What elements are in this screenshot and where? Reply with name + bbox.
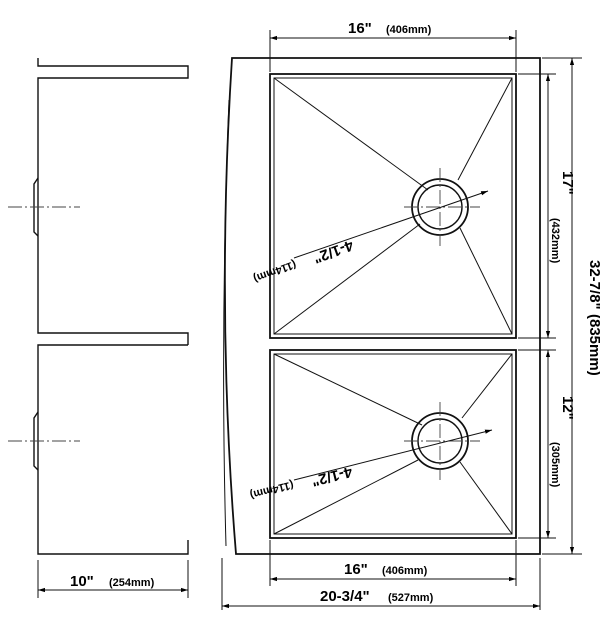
drain-lower-dimension-line: [293, 429, 493, 481]
drain-upper-imperial: 4-1/2": [311, 236, 356, 266]
overall-length-imperial: 32-7/8": [586, 260, 600, 310]
large-bowl: 4-1/2" (114mm): [251, 73, 517, 339]
small-bowl: 4-1/2" (114mm): [248, 349, 517, 539]
side-lower-profile: [37, 350, 189, 555]
top-width-imperial: 16": [348, 20, 372, 37]
top-view: 4-1/2" (114mm) 4-1/2" (114mm) 16: [221, 20, 600, 610]
large-bowl-length-imperial: 17": [559, 171, 576, 195]
overall-width-metric: (527mm): [388, 592, 434, 604]
small-bowl-length-metric: (305mm): [549, 442, 561, 488]
drain-upper-dimension-line: [293, 190, 489, 259]
small-bowl-length-imperial: 12": [559, 396, 576, 420]
outer-flange: [223, 57, 541, 555]
side-depth-imperial: 10": [70, 573, 94, 590]
top-width-metric: (406mm): [386, 24, 432, 36]
bottom-width-metric: (406mm): [382, 565, 428, 577]
side-view: 10" (254mm): [8, 58, 189, 598]
side-upper-profile: [37, 58, 189, 345]
large-bowl-length-metric: (432mm): [549, 218, 561, 264]
overall-length-metric: (835mm): [586, 314, 600, 376]
drain-lower-metric: (114mm): [248, 478, 295, 501]
side-drain-upper: [33, 177, 39, 237]
side-drain-lower: [33, 411, 39, 471]
drain-lower-imperial: 4-1/2": [310, 463, 354, 489]
drain-upper-metric: (114mm): [251, 258, 297, 285]
bottom-width-imperial: 16": [344, 561, 368, 578]
overall-width-imperial: 20-3/4": [320, 588, 370, 605]
side-depth-metric: (254mm): [109, 577, 155, 589]
